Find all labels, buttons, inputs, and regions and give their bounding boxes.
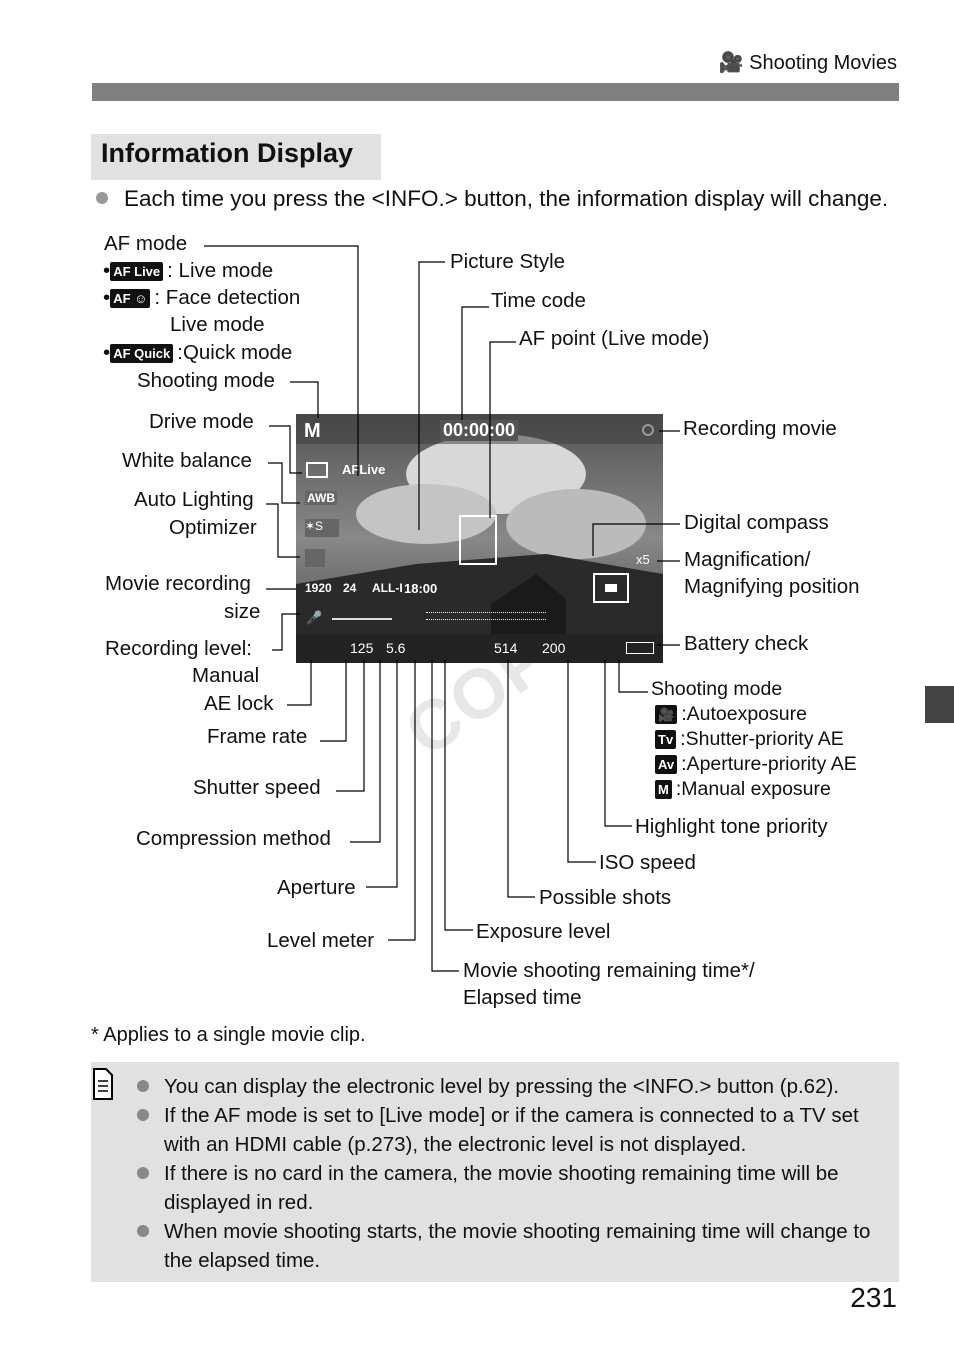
- label-ae-lock: AE lock: [204, 692, 274, 715]
- level-meter: [426, 612, 546, 620]
- label-white-balance: White balance: [122, 449, 252, 472]
- af-face-icon: AF ☺: [110, 289, 151, 309]
- label-alo-2: Optimizer: [169, 516, 257, 539]
- label-af-face-2: Live mode: [170, 313, 265, 336]
- label-af-face: •AF ☺: Face detection: [103, 286, 301, 309]
- drive-mode-icon: [306, 462, 328, 478]
- movie-av-icon: Av: [655, 755, 678, 775]
- label-frame-rate: Frame rate: [207, 725, 308, 748]
- label-aperture-priority: Av:Aperture-priority AE: [655, 752, 857, 776]
- movie-camera-icon: 🎥: [718, 52, 744, 74]
- movie-m-icon: M: [655, 780, 672, 800]
- screen-magnification: x5: [636, 552, 650, 567]
- label-aperture: Aperture: [277, 876, 356, 899]
- screen-compression: ALL-I: [372, 581, 403, 595]
- af-quick-icon: AF Quick: [110, 344, 174, 364]
- label-rec-level-2: Manual: [192, 664, 260, 687]
- label-exposure-level: Exposure level: [476, 920, 611, 943]
- intro-text: Each time you press the <INFO.> button, …: [124, 186, 889, 211]
- screen-wb: AWB: [305, 491, 337, 505]
- movie-auto-icon: 🎥: [655, 705, 678, 725]
- label-af-quick: •AF Quick:Quick mode: [103, 341, 293, 364]
- label-af-mode: AF mode: [104, 232, 188, 255]
- screen-fps: 24: [343, 581, 357, 595]
- bullet-icon: [137, 1109, 149, 1121]
- label-af-point: AF point (Live mode): [519, 327, 710, 350]
- label-recording-movie: Recording movie: [683, 417, 837, 440]
- rec-level-slider: [332, 618, 392, 620]
- screen-shutter: 125: [350, 640, 374, 656]
- label-digital-compass: Digital compass: [684, 511, 829, 534]
- section-title: Information Display: [101, 138, 354, 168]
- note-item: If there is no card in the camera, the m…: [137, 1159, 887, 1217]
- memo-icon: [92, 1067, 114, 1106]
- label-shutter-speed: Shutter speed: [193, 776, 321, 799]
- bullet-icon: [96, 192, 108, 205]
- note-item: If the AF mode is set to [Live mode] or …: [137, 1101, 887, 1159]
- label-battery: Battery check: [684, 632, 809, 655]
- page-number: 231: [850, 1282, 897, 1313]
- title-box: [91, 134, 381, 180]
- label-rec-size-1: Movie recording: [105, 572, 251, 595]
- running-header: 🎥 Shooting Movies: [718, 52, 897, 74]
- intro-bullet: Each time you press the <INFO.> button, …: [96, 186, 888, 212]
- screen-timecode: 00:00:00: [440, 420, 519, 441]
- label-shutter-priority: Tv:Shutter-priority AE: [655, 727, 844, 751]
- movie-tv-icon: Tv: [655, 730, 677, 750]
- screen-shots: 514: [494, 640, 518, 656]
- label-manual-exposure: M:Manual exposure: [655, 777, 831, 801]
- screen-iso: 200: [542, 640, 566, 656]
- header-rule: [92, 83, 899, 101]
- label-magnification-2: Magnifying position: [684, 575, 860, 598]
- mic-icon: 🎤: [306, 610, 323, 625]
- note-item: You can display the electronic level by …: [137, 1072, 887, 1101]
- label-highlight: Highlight tone priority: [635, 815, 828, 838]
- label-drive-mode: Drive mode: [149, 410, 254, 433]
- screen-mode: M: [304, 420, 321, 442]
- bullet-icon: [137, 1225, 149, 1237]
- screen-af-mode: AFLive: [342, 462, 386, 477]
- label-iso: ISO speed: [599, 851, 696, 874]
- screen-size: 1920: [305, 581, 332, 595]
- screen-remaining: 18:00: [404, 581, 438, 596]
- label-level-meter: Level meter: [267, 929, 375, 952]
- chapter-tab: [925, 686, 954, 723]
- label-magnification-1: Magnification/: [684, 548, 811, 571]
- label-time-code: Time code: [491, 289, 586, 312]
- note-item: When movie shooting starts, the movie sh…: [137, 1217, 887, 1275]
- bullet-icon: [137, 1080, 149, 1092]
- footnote: * Applies to a single movie clip.: [91, 1024, 366, 1046]
- notes-box: [91, 1062, 899, 1282]
- label-auto-exposure: 🎥:Autoexposure: [655, 702, 807, 726]
- battery-icon: [626, 642, 654, 654]
- label-rec-size-2: size: [224, 600, 261, 623]
- label-shooting-mode-left: Shooting mode: [137, 369, 275, 392]
- label-picture-style: Picture Style: [450, 250, 566, 273]
- alo-icon: [305, 549, 325, 567]
- label-af-live: •AF Live: Live mode: [103, 259, 274, 282]
- screen-aperture: 5.6: [386, 640, 406, 656]
- label-compression: Compression method: [136, 827, 331, 850]
- label-shooting-mode-right: Shooting mode: [651, 678, 783, 700]
- label-possible-shots: Possible shots: [539, 886, 672, 909]
- label-rec-level-1: Recording level:: [105, 637, 252, 660]
- label-alo-1: Auto Lighting: [134, 488, 254, 511]
- af-live-icon: AF Live: [110, 262, 164, 282]
- picture-style-icon: ✶S: [305, 519, 339, 537]
- label-remaining-1: Movie shooting remaining time*/: [463, 959, 755, 982]
- bullet-icon: [137, 1167, 149, 1179]
- label-remaining-2: Elapsed time: [463, 986, 582, 1009]
- camera-lcd-screen: M 00:00:00 AFLive AWB ✶S 1920 24 ALL-I 1…: [296, 414, 663, 663]
